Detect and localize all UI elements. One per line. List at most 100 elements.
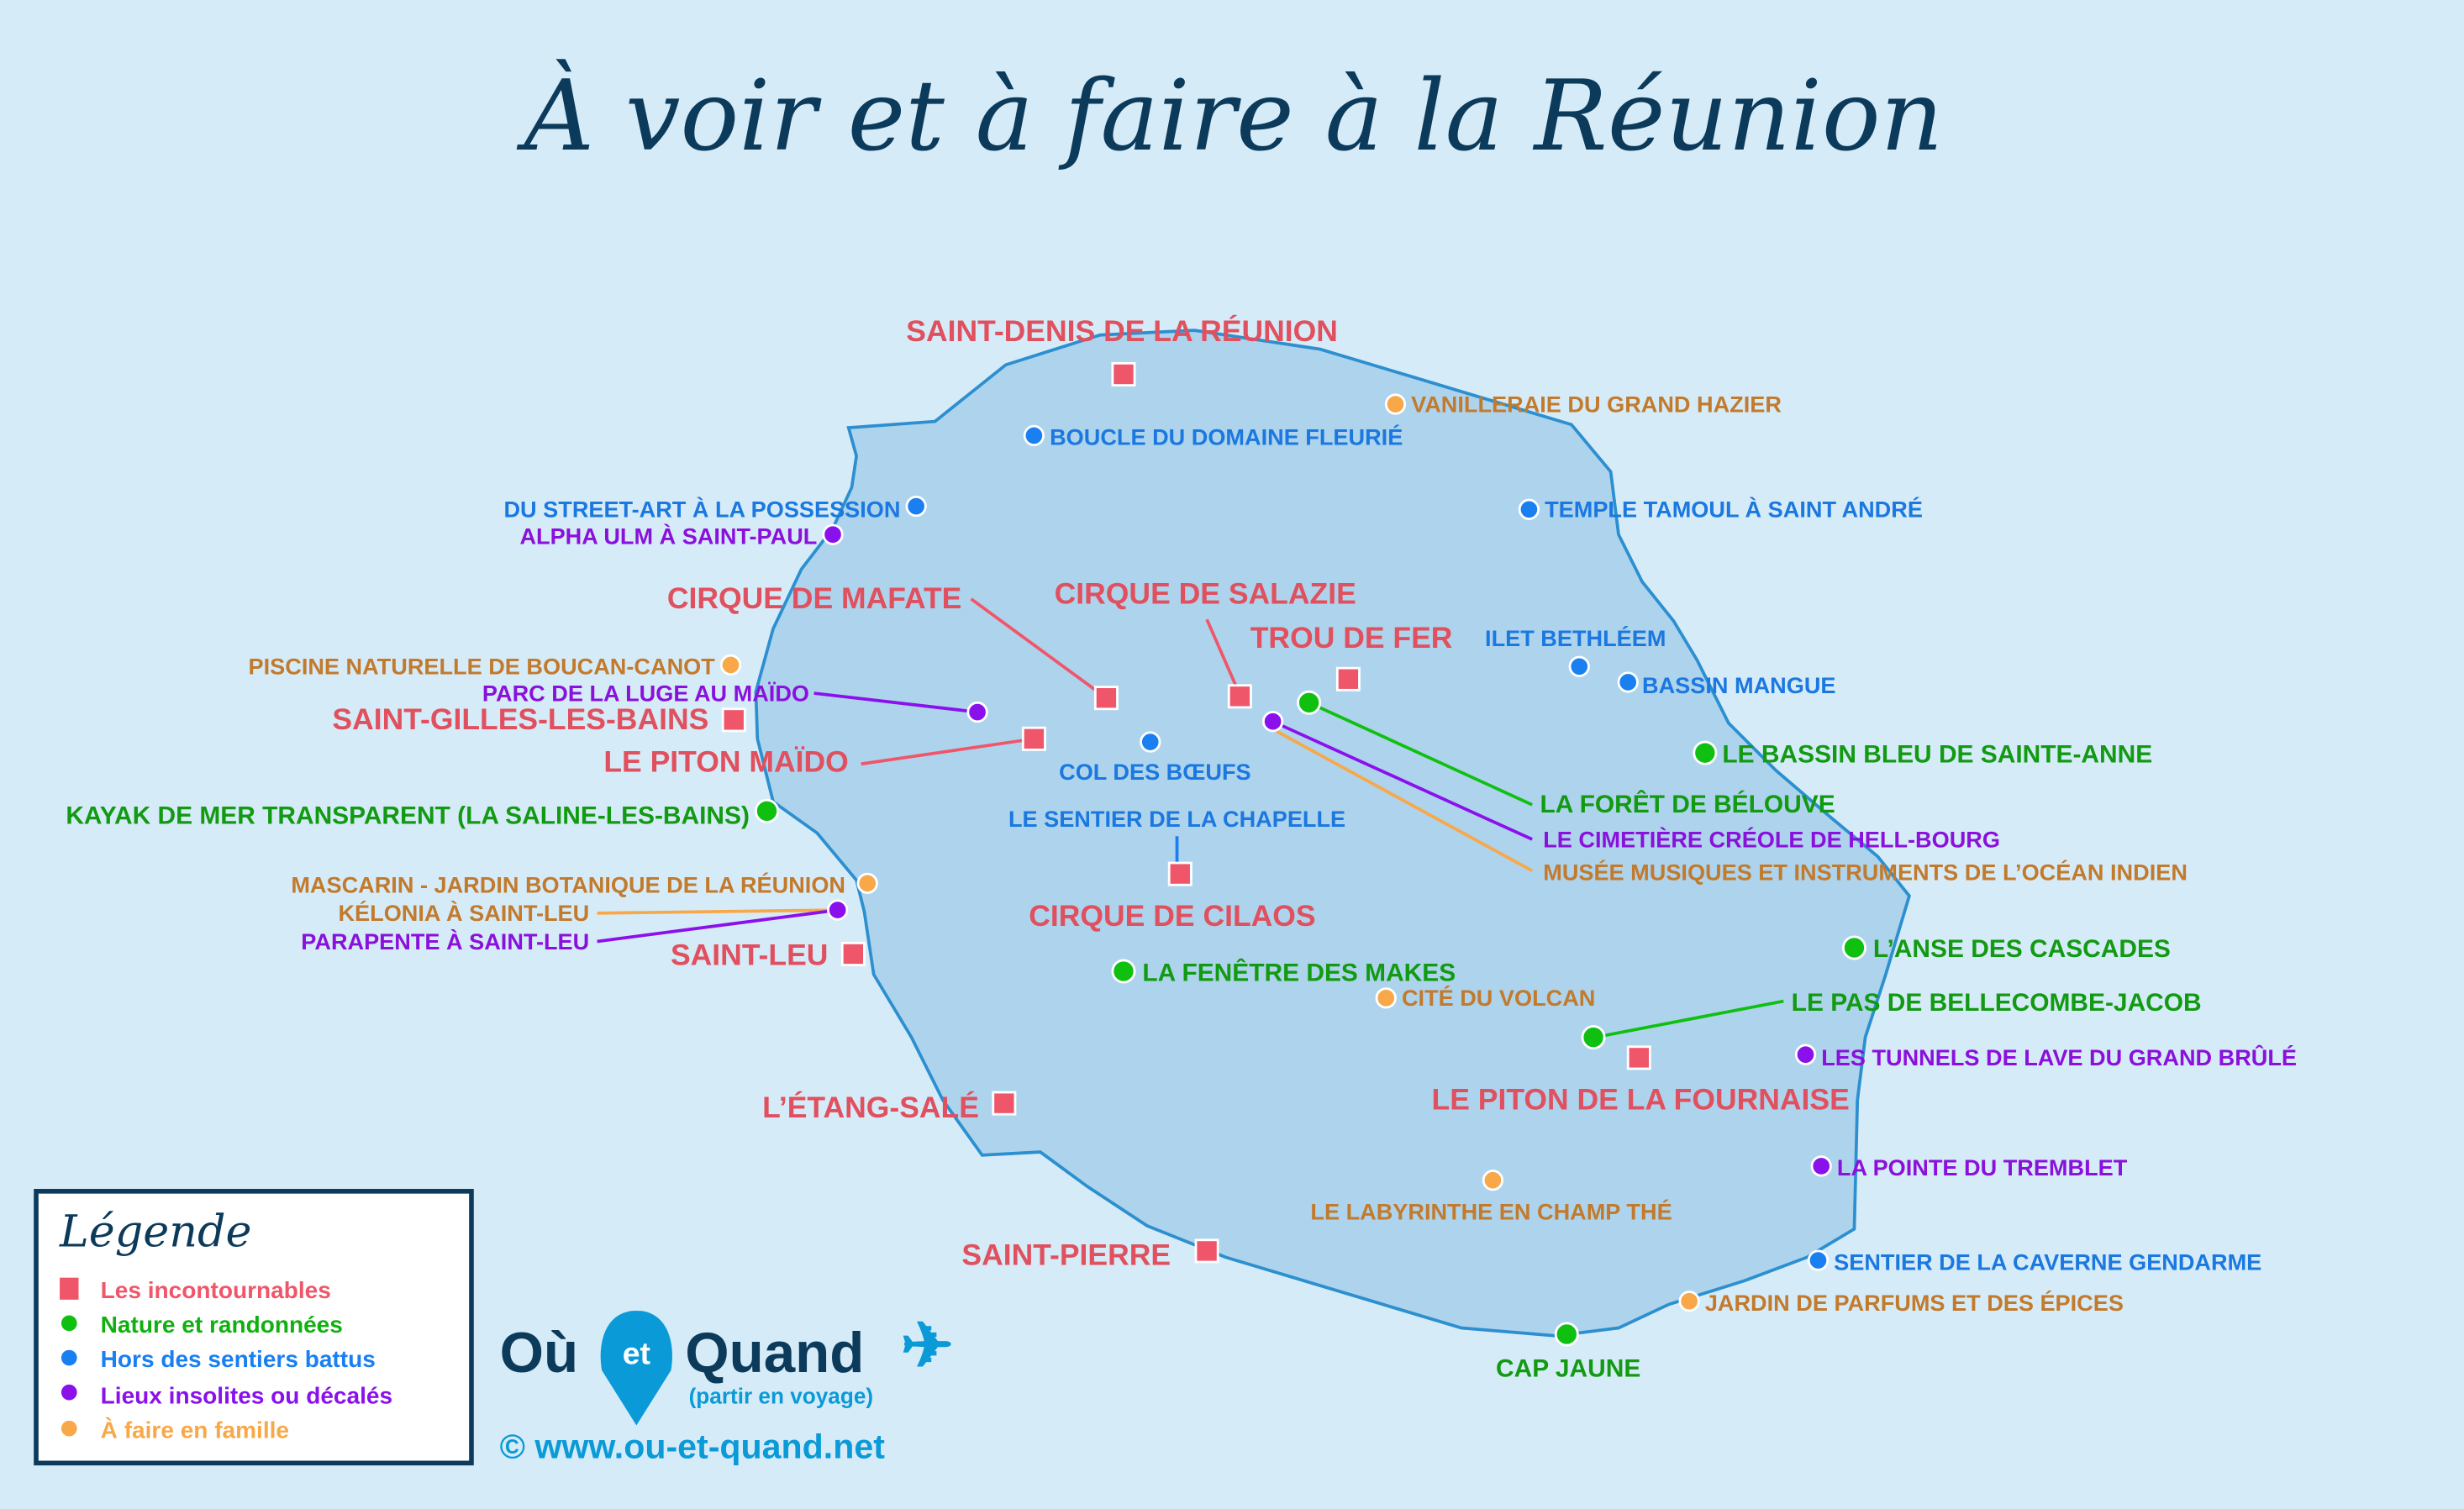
label-saint-denis: SAINT-DENIS DE LA RÉUNION xyxy=(906,314,1338,348)
marker-piton-maido[interactable] xyxy=(1021,726,1046,751)
marker-anse[interactable] xyxy=(1841,935,1866,960)
brand-logo: Où et Quand (partir en voyage) ✈ xyxy=(500,1310,954,1426)
marker-saint-pierre[interactable] xyxy=(1194,1238,1219,1264)
svg-text:Où: Où xyxy=(500,1322,578,1385)
label-piton-maido: LE PITON MAÏDO xyxy=(603,745,848,779)
label-alpha-ulm: ALPHA ULM À SAINT-PAUL xyxy=(519,523,817,549)
marker-cite[interactable] xyxy=(1375,987,1397,1009)
label-musee: MUSÉE MUSIQUES ET INSTRUMENTS DE L’OCÉAN… xyxy=(1543,860,2188,886)
marker-parapente[interactable] xyxy=(827,899,849,921)
svg-text:Quand: Quand xyxy=(685,1322,864,1385)
marker-mafate[interactable] xyxy=(1093,686,1119,711)
label-saint-pierre: SAINT-PIERRE xyxy=(961,1238,1171,1272)
marker-tremblet[interactable] xyxy=(1810,1155,1832,1177)
marker-mascarin[interactable] xyxy=(856,872,878,894)
marker-street-art[interactable] xyxy=(905,495,927,518)
marker-piscine[interactable] xyxy=(719,654,742,676)
label-anse: L’ANSE DES CASCADES xyxy=(1873,935,2171,963)
markers xyxy=(719,361,1866,1347)
island-shape xyxy=(754,329,1911,1338)
label-vanilleraie: VANILLERAIE DU GRAND HAZIER xyxy=(1411,391,1782,417)
label-fournaise: LE PITON DE LA FOURNAISE xyxy=(1432,1083,1850,1117)
marker-salazie[interactable] xyxy=(1227,684,1252,709)
legend-dot-icon xyxy=(61,1349,77,1366)
label-saint-leu: SAINT-LEU xyxy=(671,939,828,972)
label-mafate: CIRQUE DE MAFATE xyxy=(667,581,962,615)
label-tremblet: LA POINTE DU TREMBLET xyxy=(1837,1154,2128,1180)
label-makes: LA FENÊTRE DES MAKES xyxy=(1142,958,1456,986)
label-chapelle: LE SENTIER DE LA CHAPELLE xyxy=(1008,806,1345,832)
marker-trou-de-fer[interactable] xyxy=(1335,666,1361,691)
marker-bassin-mangue[interactable] xyxy=(1617,671,1639,693)
marker-jardin-parfums[interactable] xyxy=(1678,1291,1700,1312)
label-cap-jaune: CAP JAUNE xyxy=(1496,1354,1640,1382)
legend-item: Nature et randonnées xyxy=(101,1312,343,1338)
svg-text:(partir en voyage): (partir en voyage) xyxy=(689,1383,873,1408)
legend-dot-icon xyxy=(61,1420,77,1437)
legend-square-icon xyxy=(60,1277,79,1300)
label-bassin-bleu: LE BASSIN BLEU DE SAINTE-ANNE xyxy=(1722,740,2152,768)
label-ilet: ILET BETHLÉEM xyxy=(1485,625,1666,651)
marker-belouve[interactable] xyxy=(1297,690,1322,715)
label-piscine: PISCINE NATURELLE DE BOUCAN-CANOT xyxy=(249,654,716,680)
airplane-icon: ✈ xyxy=(901,1310,954,1380)
label-bellecombe: LE PAS DE BELLECOMBE-JACOB xyxy=(1792,989,2202,1017)
legend-title: Légende xyxy=(59,1206,251,1257)
label-luge: PARC DE LA LUGE AU MAÏDO xyxy=(482,680,809,706)
label-belouve: LA FORÊT DE BÉLOUVE xyxy=(1540,790,1835,818)
marker-tunnels[interactable] xyxy=(1794,1044,1817,1065)
website-link[interactable]: © www.ou-et-quand.net xyxy=(500,1428,886,1466)
marker-col[interactable] xyxy=(1140,731,1161,753)
marker-vanilleraie[interactable] xyxy=(1384,393,1407,415)
pin-icon xyxy=(600,1310,672,1426)
label-salazie: CIRQUE DE SALAZIE xyxy=(1055,576,1356,610)
marker-bellecombe[interactable] xyxy=(1581,1025,1606,1050)
label-mascarin: MASCARIN - JARDIN BOTANIQUE DE LA RÉUNIO… xyxy=(291,872,845,898)
marker-caverne[interactable] xyxy=(1807,1249,1830,1271)
marker-saint-leu[interactable] xyxy=(840,941,866,966)
legend-item: À faire en famille xyxy=(101,1417,289,1443)
marker-cap-jaune[interactable] xyxy=(1554,1322,1579,1347)
label-parapente: PARAPENTE À SAINT-LEU xyxy=(301,928,589,954)
label-street-art: DU STREET-ART À LA POSSESSION xyxy=(503,497,900,523)
marker-etang[interactable] xyxy=(992,1091,1017,1116)
marker-alpha-ulm[interactable] xyxy=(822,523,844,545)
label-caverne: SENTIER DE LA CAVERNE GENDARME xyxy=(1834,1249,2261,1275)
label-cimetiere: LE CIMETIÈRE CRÉOLE DE HELL-BOURG xyxy=(1543,826,2000,852)
marker-ilet[interactable] xyxy=(1568,655,1590,677)
marker-labyrinthe[interactable] xyxy=(1482,1170,1504,1191)
label-bassin-mangue: BASSIN MANGUE xyxy=(1642,672,1835,698)
marker-cimetiere[interactable] xyxy=(1261,711,1284,733)
label-etang: L’ÉTANG-SALÉ xyxy=(762,1091,979,1124)
label-col: COL DES BŒUFS xyxy=(1059,759,1250,785)
marker-saint-denis[interactable] xyxy=(1111,361,1136,386)
label-cilaos: CIRQUE DE CILAOS xyxy=(1029,899,1315,933)
marker-fournaise[interactable] xyxy=(1626,1045,1651,1070)
label-tunnels: LES TUNNELS DE LAVE DU GRAND BRÛLÉ xyxy=(1821,1044,2297,1070)
legend-item: Les incontournables xyxy=(101,1277,331,1303)
marker-temple[interactable] xyxy=(1518,498,1540,520)
marker-bassin-bleu[interactable] xyxy=(1693,740,1718,765)
marker-boucle[interactable] xyxy=(1023,424,1045,447)
label-temple: TEMPLE TAMOUL À SAINT ANDRÉ xyxy=(1545,497,1923,523)
legend: Légende Les incontournables Nature et ra… xyxy=(34,1189,474,1466)
legend-dot-icon xyxy=(61,1315,77,1332)
marker-saint-gilles[interactable] xyxy=(721,707,746,733)
label-jardin-parfums: JARDIN DE PARFUMS ET DES ÉPICES xyxy=(1705,1290,2124,1316)
marker-luge[interactable] xyxy=(966,701,988,723)
svg-text:et: et xyxy=(623,1336,650,1371)
place-labels: SAINT-DENIS DE LA RÉUNION VANILLERAIE DU… xyxy=(66,314,2297,1382)
label-saint-gilles: SAINT-GILLES-LES-BAINS xyxy=(332,702,708,736)
map-title: À voir et à faire à la Réunion xyxy=(516,59,1943,173)
legend-item: Lieux insolites ou décalés xyxy=(101,1382,392,1408)
label-labyrinthe: LE LABYRINTHE EN CHAMP THÉ xyxy=(1310,1198,1672,1224)
marker-cilaos[interactable] xyxy=(1167,861,1193,886)
marker-makes[interactable] xyxy=(1111,959,1136,984)
label-boucle: BOUCLE DU DOMAINE FLEURIÉ xyxy=(1050,424,1403,450)
label-kelonia: KÉLONIA À SAINT-LEU xyxy=(338,900,589,926)
marker-kayak[interactable] xyxy=(755,798,780,823)
legend-item: Hors des sentiers battus xyxy=(101,1346,376,1372)
label-kayak: KAYAK DE MER TRANSPARENT (LA SALINE-LES-… xyxy=(66,802,750,829)
legend-dot-icon xyxy=(61,1384,77,1401)
